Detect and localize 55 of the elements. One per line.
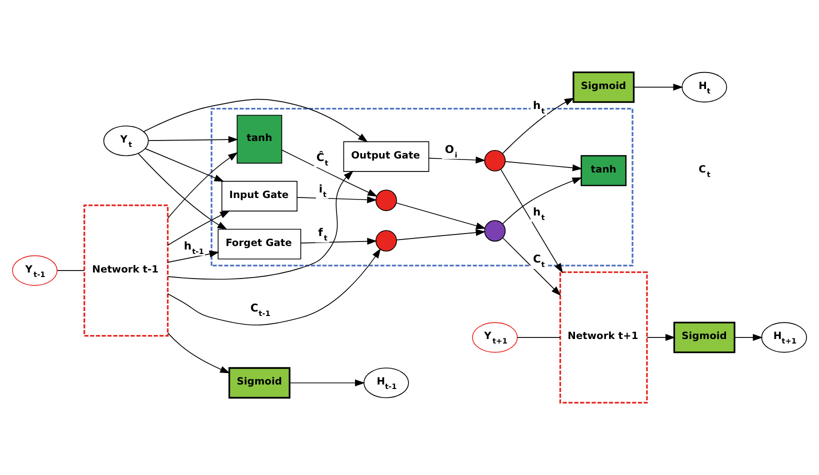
arrow [502,177,582,224]
node-circle [376,190,397,212]
arrow [300,238,378,245]
edge-label: C$_{t-1}$ [250,301,270,318]
arrow [168,170,354,280]
arrow [144,148,224,182]
arrow [734,334,763,341]
arrow [428,156,486,164]
node-box: tanh [580,155,627,186]
node-box: tanh [236,114,282,164]
arrow [500,169,563,274]
arrow [167,248,381,326]
node-box: Network t+1 [559,271,648,404]
edge-label: C$_{t}$ [532,252,545,270]
arrow [504,161,582,172]
arrow [167,210,230,246]
arrow [396,229,486,240]
node-ellipse: H$_{t-1}$ [364,368,409,398]
arrow [143,98,368,142]
node-box: Network t-1 [84,204,169,337]
edge-label: h$_{t}$ [532,98,545,116]
arrow [167,250,220,263]
node-ellipse: H$_{t}$ [682,72,728,102]
node-box: Input Gate [221,180,298,212]
arrow [167,332,230,374]
arrow [167,152,238,218]
arrow [646,334,676,341]
edge-label: Ĉ$_{t}$ [316,151,328,168]
node-ellipse: Y$_{t}$ [103,126,149,156]
edge-label: h$_{t}$ [532,206,545,222]
arrow [633,84,684,91]
node-ellipse: Y$_{t-1}$ [12,255,58,286]
node-circle [376,230,397,252]
node-box: Output Gate [343,141,430,172]
arrow [148,136,238,144]
label: C$_{t}$ [698,164,710,179]
edge-label: O$_{i}$ [444,142,458,160]
node-circle [484,150,506,172]
node-box: Sigmoid [228,367,290,399]
node-box: Sigmoid [572,71,635,103]
connector [56,270,84,271]
node-box: Sigmoid [673,322,736,354]
node-circle [484,220,506,242]
connector [517,337,561,338]
arrow [396,202,486,230]
arrow [289,379,365,386]
arrow [502,237,562,296]
edge-label: h$_{t-1}$ [184,239,204,256]
node-ellipse: H$_{t+1}$ [761,322,808,353]
node-box: Forget Gate [218,228,302,260]
edge-label: f$_{t}$ [318,226,328,243]
arrow [296,196,378,204]
edge-label: i$_{t}$ [318,182,327,199]
arrow [138,153,228,230]
node-ellipse: Y$_{t+1}$ [472,322,518,353]
